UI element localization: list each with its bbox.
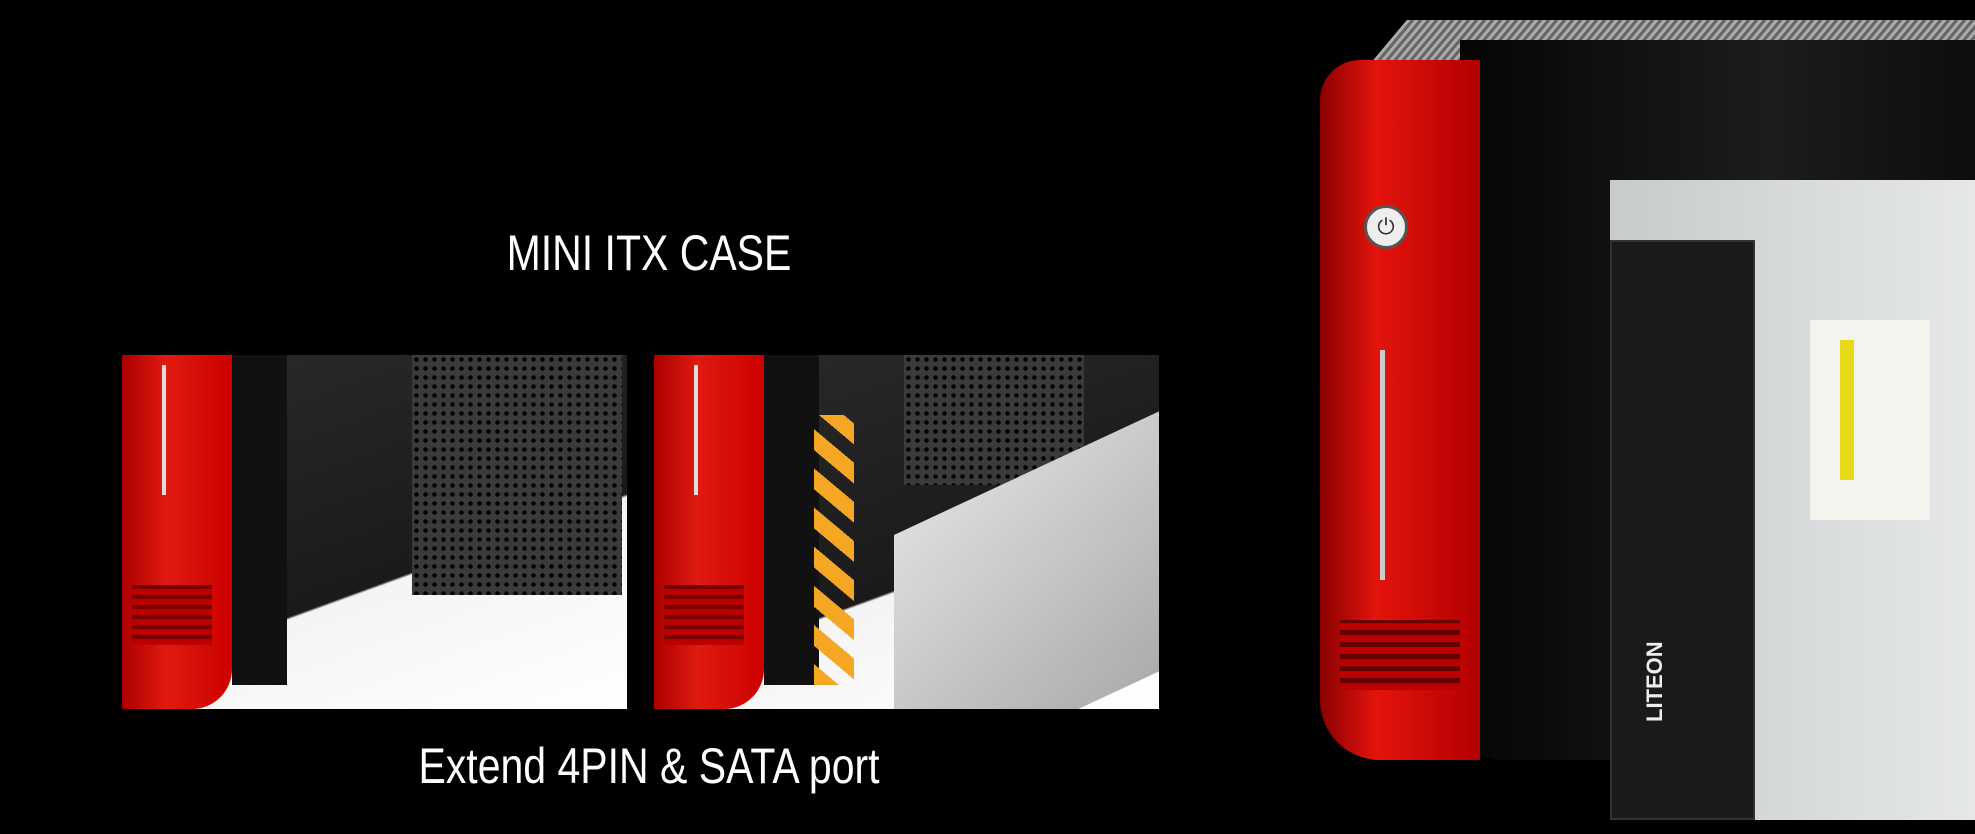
drive-bezel: LITEON — [1610, 240, 1755, 820]
front-io-photo — [122, 355, 627, 709]
ventilation-mesh — [412, 355, 622, 595]
sata-cable — [814, 415, 854, 685]
caption-text: Extend 4PIN & SATA port — [418, 738, 880, 794]
red-front-bezel — [654, 355, 764, 709]
power-icon: ⏻ — [1364, 205, 1408, 249]
title-text: MINI ITX CASE — [506, 225, 792, 281]
case-product-photo: ⏻ LITEON — [1310, 20, 1975, 820]
red-front-bezel — [122, 355, 232, 709]
cable-photo — [654, 355, 1159, 709]
drive-label — [1810, 320, 1930, 520]
drive-brand-logo: LITEON — [1642, 641, 1667, 722]
case-side — [764, 355, 819, 685]
ventilation-mesh — [904, 355, 1084, 485]
red-front-bezel: ⏻ — [1320, 60, 1480, 760]
front-io-ports — [232, 355, 287, 685]
